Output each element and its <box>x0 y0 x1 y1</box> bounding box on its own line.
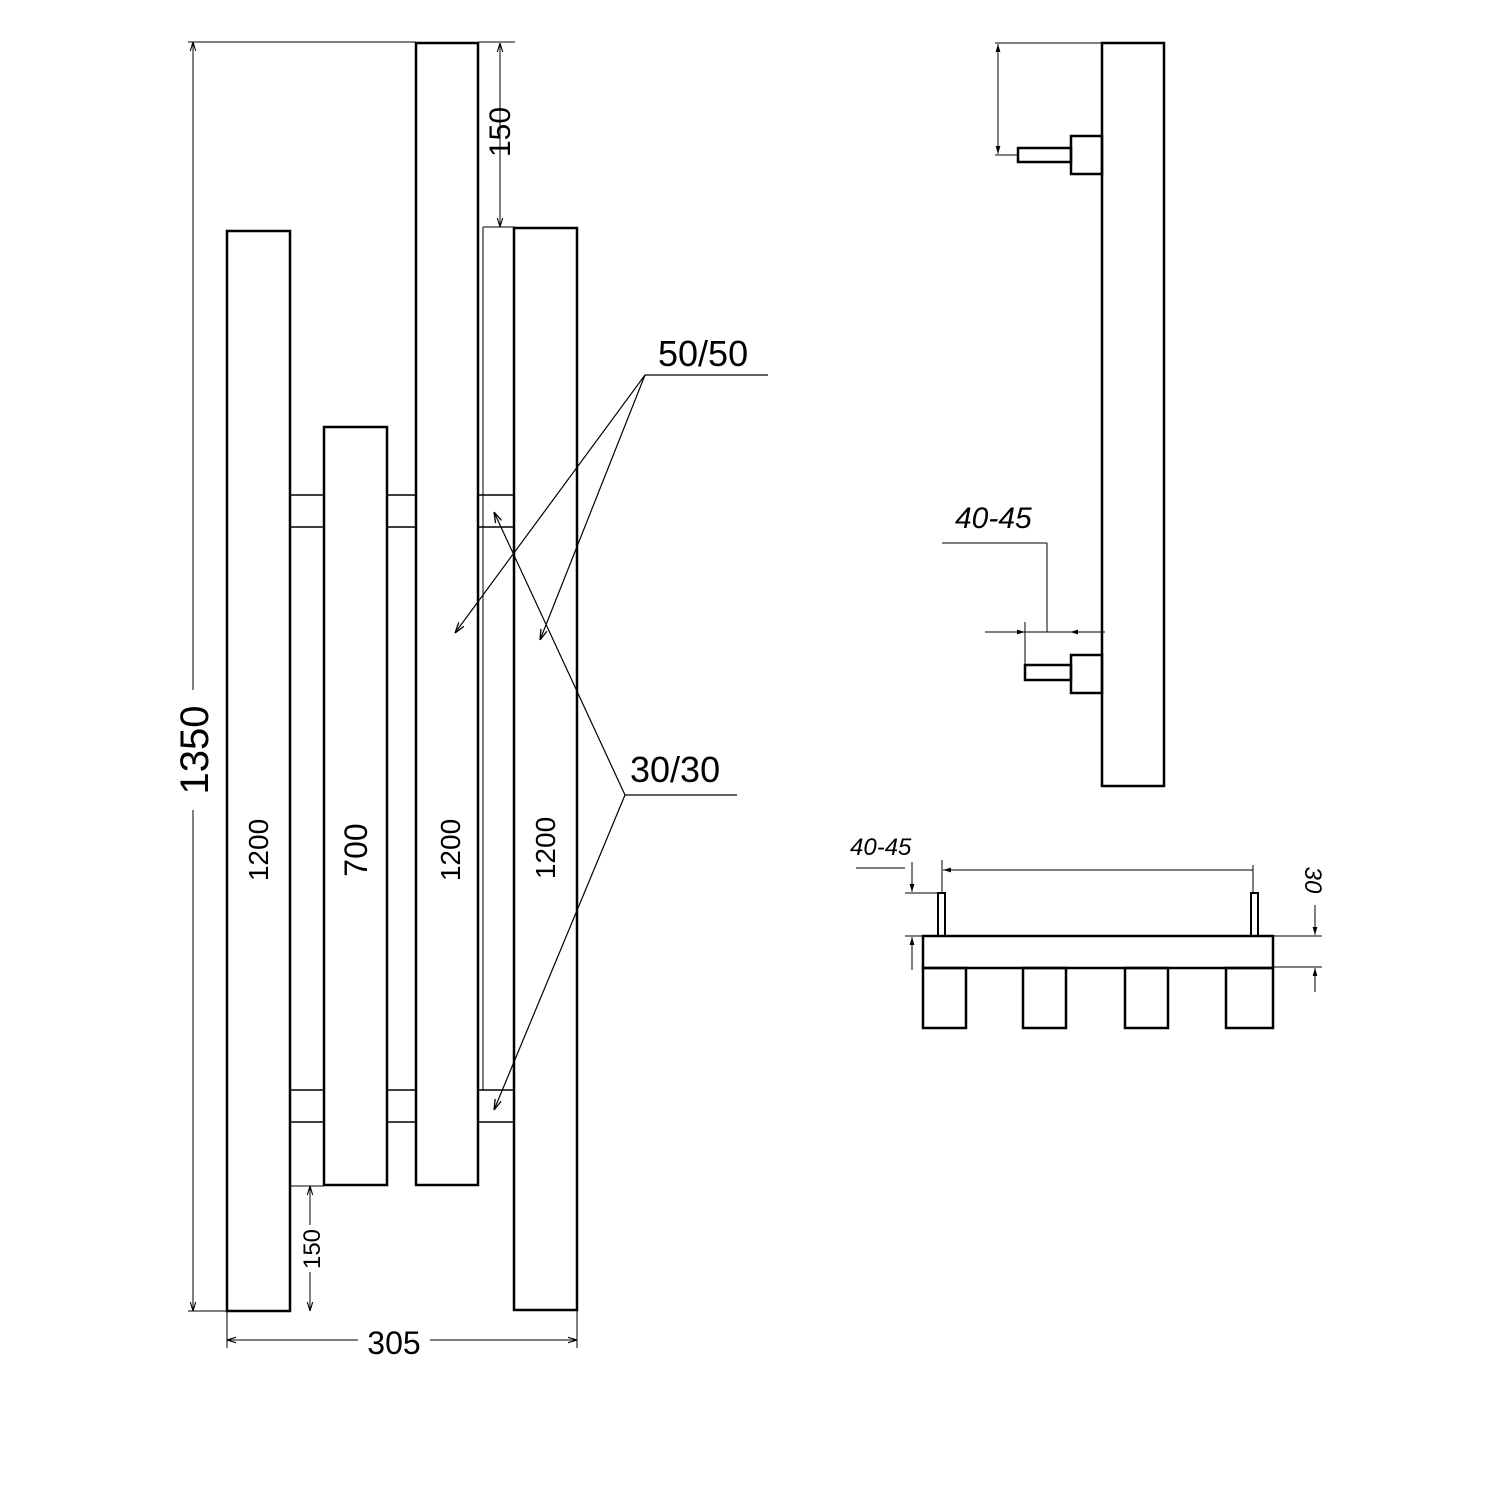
bar-3-length: 1200 <box>435 819 466 881</box>
dimension-bottom-150 <box>290 1185 324 1311</box>
bar-2 <box>322 425 389 1187</box>
side-wall-distance: 40-45 <box>955 502 1032 535</box>
bar-2-length: 700 <box>338 823 374 876</box>
side-view <box>942 41 1166 788</box>
top-depth: 30 <box>1299 867 1326 894</box>
top-view <box>856 860 1322 1030</box>
dimension-305 <box>226 1310 578 1348</box>
dim-overall-width: 305 <box>367 1325 420 1361</box>
bar-1 <box>225 229 292 1313</box>
dimension-1350 <box>188 41 416 1312</box>
bar-1-length: 1200 <box>243 819 274 881</box>
leader-30-30 <box>494 512 737 1110</box>
dim-bottom-offset: 150 <box>299 1229 326 1269</box>
front-view <box>188 41 768 1348</box>
upper-pipe <box>1016 146 1073 164</box>
callout-main-profile: 50/50 <box>658 333 748 374</box>
callout-connector-profile: 30/30 <box>630 749 720 790</box>
dimension-top-150 <box>478 41 515 228</box>
lower-bracket <box>1069 653 1104 695</box>
bar-3 <box>414 41 480 1187</box>
upper-bracket <box>1069 134 1104 176</box>
dim-top-offset: 150 <box>484 107 517 157</box>
lower-pipe <box>1023 663 1073 682</box>
dim-overall-height: 1350 <box>173 706 217 795</box>
bar-4-length: 1200 <box>530 817 561 879</box>
bar-4 <box>512 226 579 1312</box>
leader-50-50 <box>455 374 768 640</box>
top-wall-distance: 40-45 <box>850 834 912 861</box>
